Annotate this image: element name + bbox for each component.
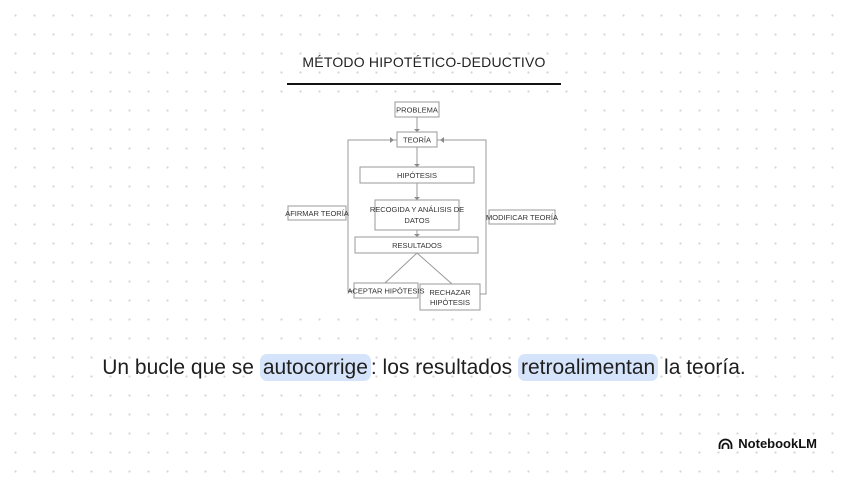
- highlight-autocorrige: autocorrige: [259, 354, 371, 381]
- loop-afirmar-teoria: [347, 139, 397, 292]
- title-underline: [287, 83, 561, 85]
- label-aceptar: ACEPTAR HIPÓTESIS: [348, 287, 425, 296]
- label-modificar: MODIFICAR TEORÍA: [486, 213, 558, 222]
- arrowhead-recogida: [414, 197, 420, 200]
- label-recogida-2: DATOS: [404, 216, 429, 225]
- label-recogida-1: RECOGIDA Y ANÁLISIS DE: [370, 205, 464, 214]
- arrowhead-teoria: [414, 129, 420, 132]
- box-modificar: [488, 209, 556, 225]
- label-rechazar-1: RECHAZAR: [429, 288, 471, 297]
- slide-caption: Un bucle que se autocorrige: los resulta…: [0, 354, 848, 381]
- caption-part-3: la teoría.: [658, 356, 746, 379]
- brand-name: NotebookLM: [738, 436, 817, 451]
- arrow-to-aceptar: [384, 252, 418, 284]
- arrowhead-resultados: [414, 234, 420, 237]
- arrowhead-hipotesis: [414, 164, 420, 167]
- notebooklm-logo-icon: [718, 438, 733, 449]
- arrowhead-loop-left: [390, 137, 394, 143]
- caption-part-2: : los resultados: [370, 356, 518, 379]
- label-problema: PROBLEMA: [396, 106, 438, 115]
- box-afirmar: [287, 205, 347, 221]
- label-afirmar: AFIRMAR TEORÍA: [285, 209, 349, 218]
- highlight-retroalimentan: retroalimentan: [517, 354, 659, 381]
- loop-modificar-teoria: [437, 139, 487, 295]
- label-resultados: RESULTADOS: [392, 241, 442, 250]
- flowchart: PROBLEMA TEORÍA HIPÓTESIS RECOGIDA Y ANÁ…: [285, 101, 558, 311]
- slide-title: MÉTODO HIPOTÉTICO-DEDUCTIVO: [302, 54, 546, 70]
- arrow-to-rechazar: [416, 252, 453, 285]
- arrowhead-loop-right: [440, 137, 444, 143]
- caption-part-1: Un bucle que se: [102, 356, 260, 379]
- flowchart-image: PROBLEMA TEORÍA HIPÓTESIS RECOGIDA Y ANÁ…: [280, 96, 570, 318]
- label-hipotesis: HIPÓTESIS: [397, 171, 437, 180]
- label-rechazar-2: HIPÓTESIS: [430, 298, 470, 307]
- label-teoria: TEORÍA: [403, 136, 431, 145]
- box-recogida: [374, 199, 460, 231]
- box-rechazar: [419, 283, 481, 311]
- notebooklm-branding: NotebookLM: [718, 436, 817, 451]
